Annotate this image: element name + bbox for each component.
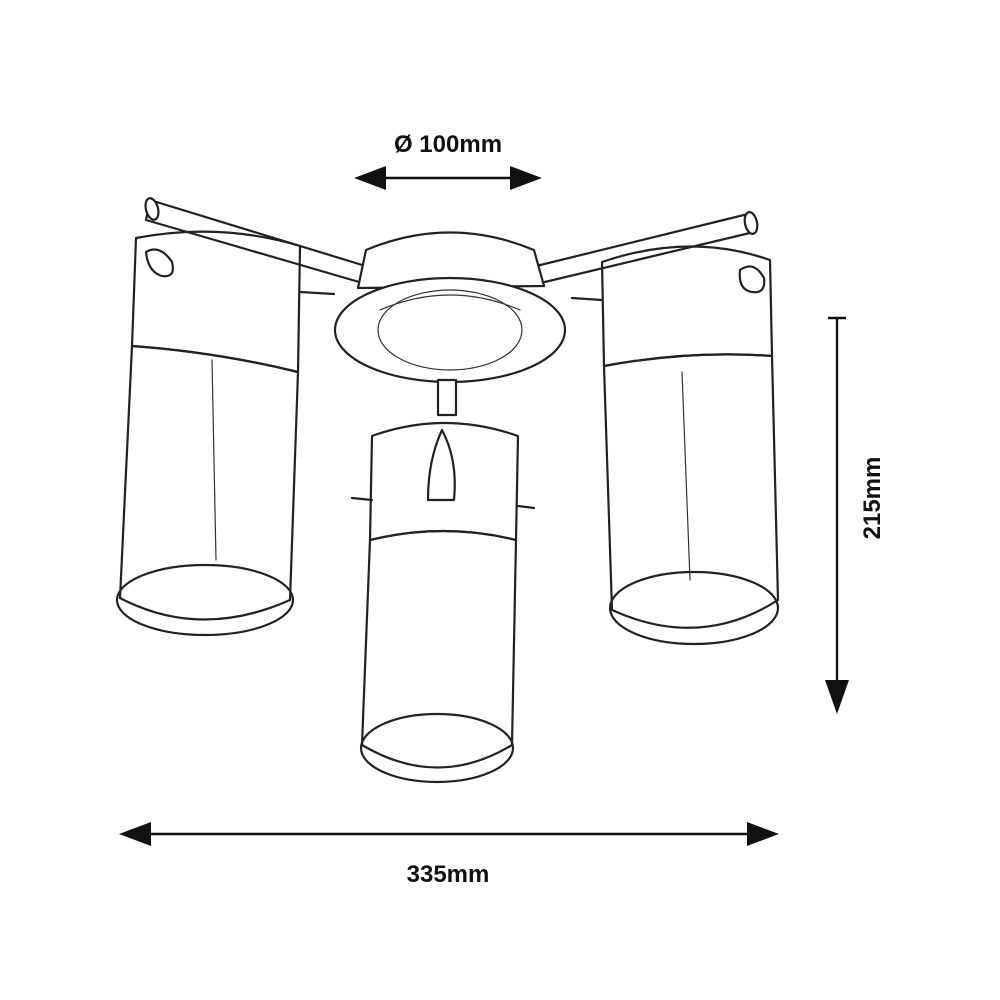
left-shade xyxy=(115,230,336,637)
left-arm xyxy=(144,197,374,286)
width-arrowhead-left xyxy=(119,822,151,846)
diameter-arrowhead-left xyxy=(354,166,386,190)
center-shade xyxy=(350,421,536,784)
diameter-dimension: Ø 100mm xyxy=(354,131,542,190)
width-arrowhead-right xyxy=(747,822,779,846)
ceiling-canopy xyxy=(333,231,567,417)
height-label: 215mm xyxy=(859,457,886,540)
right-shade xyxy=(570,245,780,646)
height-dimension: 215mm xyxy=(825,316,886,714)
diameter-arrowhead-right xyxy=(510,166,542,190)
width-label: 335mm xyxy=(407,861,490,888)
height-arrowhead xyxy=(825,680,849,714)
diameter-label: Ø 100mm xyxy=(394,131,502,158)
width-dimension: 335mm xyxy=(119,822,779,888)
